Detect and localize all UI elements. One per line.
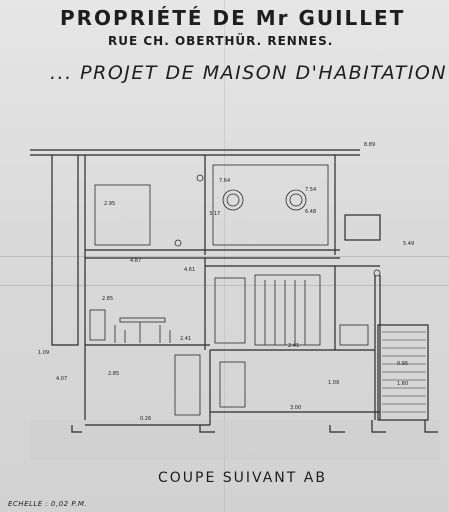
paper-fold-line: [0, 256, 449, 257]
title-owner: PROPRIÉTÉ DE Mr GUILLET: [60, 6, 406, 30]
dim-first-floor-height: 2.85: [102, 296, 113, 302]
dimension-markers: [174, 174, 381, 277]
dim-ground-right: 2.41: [288, 343, 299, 349]
paper-fold-line: [0, 285, 449, 286]
dim-attic-left: 2.95: [104, 201, 115, 207]
dim-basement-mid: 3.00: [290, 405, 301, 411]
ground-hatch: [30, 420, 440, 460]
stair-treads: [382, 331, 426, 413]
dim-ground-left: 2.41: [180, 336, 191, 342]
dim-stair-height-2: 1.60: [397, 381, 408, 387]
dim-window-2: 6.48: [305, 209, 316, 215]
dim-basement-left: 0.26: [140, 416, 151, 422]
dim-mid-level: 4.61: [184, 267, 195, 273]
porthole-windows: [222, 189, 307, 211]
paper-fold-line: [224, 0, 225, 512]
dim-mezzanine: 1.09: [328, 380, 339, 386]
title-address: RUE CH. OBERTHÜR. RENNES.: [108, 34, 334, 48]
doors-and-windows: [94, 164, 369, 416]
section-caption: COUPE SUIVANT AB: [158, 470, 327, 486]
dim-attic-mid: 3.17: [209, 211, 220, 217]
dim-left-ext: 1.09: [38, 350, 49, 356]
dim-window-1: 7.54: [305, 187, 316, 193]
title-project: ... PROJET DE MAISON D'HABITATION ...: [50, 62, 449, 84]
dim-roof: 8.89: [364, 142, 375, 148]
scale-note: ECHELLE : 0,02 P.M.: [8, 500, 88, 508]
furniture: [89, 309, 171, 343]
dim-right-level: 5.49: [403, 241, 414, 247]
dim-ground-height: 2.85: [108, 371, 119, 377]
building-outline: [30, 149, 438, 433]
dim-stair-height-1: 0.95: [397, 361, 408, 367]
dim-upper-rail: 7.64: [219, 178, 230, 184]
dim-left-ext-2: 4.07: [56, 376, 67, 382]
dim-left-level: 4.87: [130, 258, 141, 264]
